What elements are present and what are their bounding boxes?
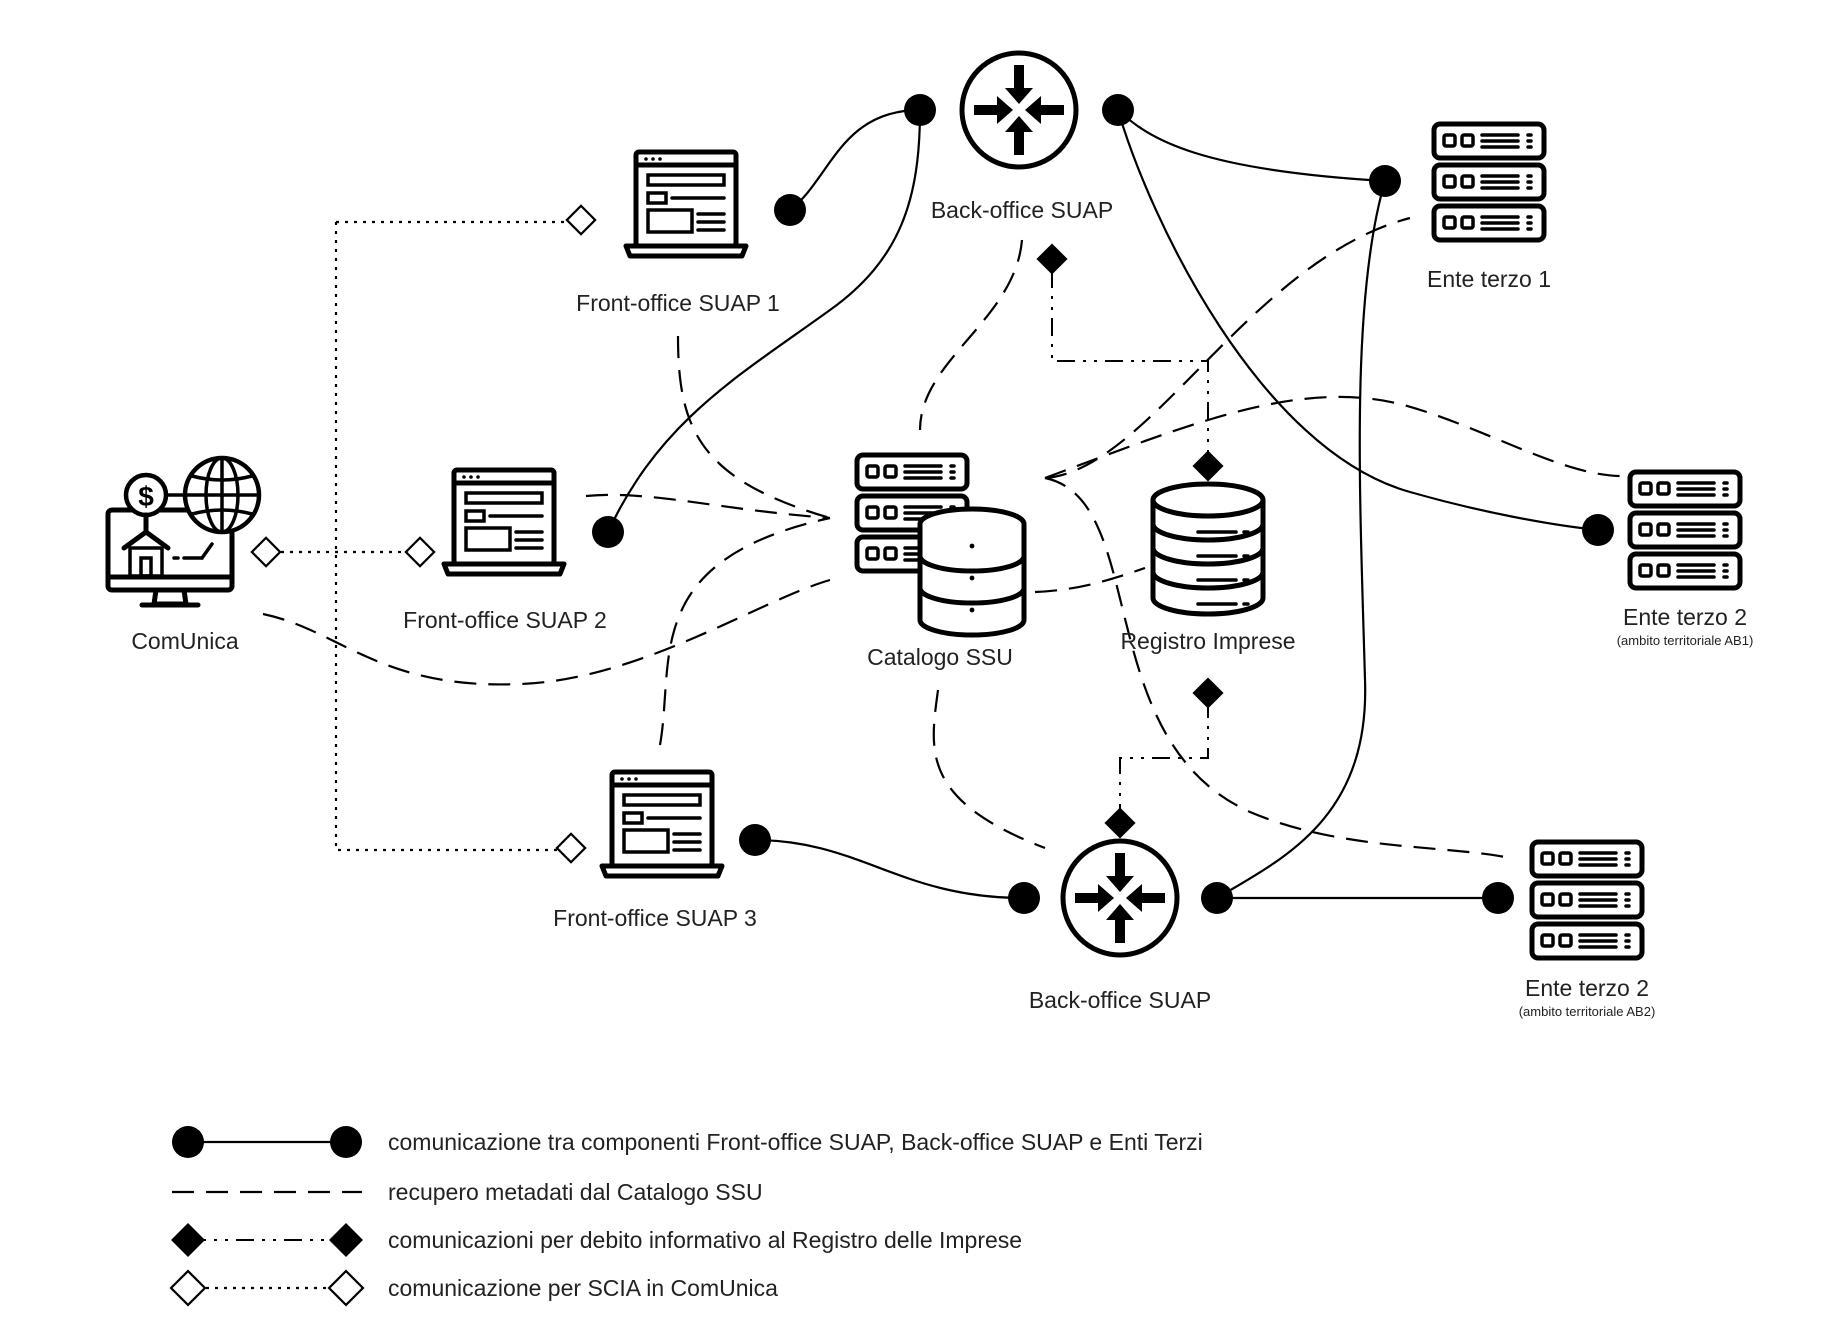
front-office-3-icon	[602, 772, 722, 876]
front-office-1-icon	[626, 152, 746, 256]
legend: comunicazione tra componenti Front-offic…	[169, 1126, 1203, 1307]
ente-terzo-2-ab2-sublabel: (ambito territoriale AB2)	[1519, 1004, 1656, 1019]
scia-connections	[281, 220, 565, 852]
ente-terzo-1-icon	[1434, 124, 1544, 240]
catalogo-ssu-icon	[857, 455, 1027, 638]
back-office-bottom-label: Back-office SUAP	[1029, 987, 1211, 1013]
front-office-2-label: Front-office SUAP 2	[403, 607, 607, 633]
ente-terzo-2-ab1-label: Ente terzo 2	[1623, 604, 1747, 630]
legend-dotted-sample	[169, 1269, 365, 1307]
ente-terzo-2-ab1-icon	[1630, 472, 1740, 588]
solid-connections	[607, 108, 1599, 900]
legend-dashdot-sample	[171, 1223, 363, 1257]
registro-imprese-icon	[1153, 484, 1263, 614]
legend-solid-sample	[172, 1126, 362, 1158]
legend-dotted-label: comunicazione per SCIA in ComUnica	[388, 1275, 778, 1301]
legend-dashdot-label: comunicazioni per debito informativo al …	[388, 1227, 1022, 1253]
back-office-bottom-icon	[1063, 841, 1177, 955]
back-office-top-icon	[962, 53, 1076, 167]
ente-terzo-2-ab2-label: Ente terzo 2	[1525, 975, 1649, 1001]
ente-terzo-2-ab2-icon	[1532, 842, 1642, 958]
solid-endpoints	[592, 94, 1614, 914]
registro-imprese-label: Registro Imprese	[1120, 628, 1295, 654]
back-office-top-label: Back-office SUAP	[931, 197, 1113, 223]
front-office-3-label: Front-office SUAP 3	[553, 905, 757, 931]
comunica-icon: $	[105, 455, 262, 608]
svg-text:$: $	[138, 481, 154, 512]
metadata-connections	[262, 216, 1621, 859]
catalogo-ssu-label: Catalogo SSU	[867, 644, 1013, 670]
ente-terzo-1-label: Ente terzo 1	[1427, 266, 1551, 292]
front-office-2-icon	[444, 470, 564, 574]
ente-terzo-2-ab1-sublabel: (ambito territoriale AB1)	[1617, 633, 1754, 648]
legend-dashed-label: recupero metadati dal Catalogo SSU	[388, 1179, 763, 1205]
legend-solid-label: comunicazione tra componenti Front-offic…	[388, 1129, 1203, 1155]
registro-connections	[1051, 270, 1209, 812]
comunica-label: ComUnica	[131, 628, 239, 654]
front-office-1-label: Front-office SUAP 1	[576, 290, 780, 316]
